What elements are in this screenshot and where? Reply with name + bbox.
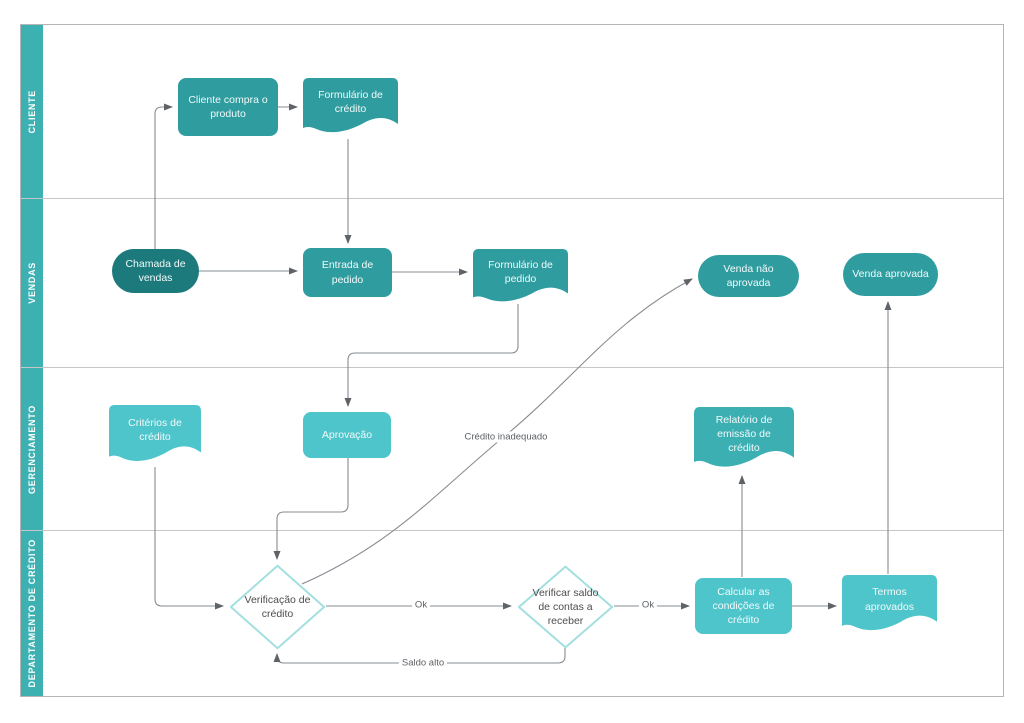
node-label: Verificação de crédito <box>244 593 311 620</box>
node-label: Aprovação <box>321 428 373 441</box>
node-cliente-compra-produto[interactable]: Cliente compra o produto <box>178 78 278 136</box>
node-criterios-credito[interactable]: Critérios de crédito <box>109 405 201 467</box>
lane-label: GERENCIAMENTO <box>27 404 37 494</box>
node-chamada-vendas[interactable]: Chamada de vendas <box>112 249 199 293</box>
node-label: Chamada de vendas <box>125 257 186 284</box>
swimlane-cliente: CLIENTE <box>21 25 1003 198</box>
edge-label-saldo-alto: Saldo alto <box>398 657 448 669</box>
node-label: Entrada de pedido <box>321 259 374 286</box>
node-label: Cliente compra o produto <box>188 93 268 120</box>
lane-header-departamento-credito[interactable]: DEPARTAMENTO DE CRÉDITO <box>21 531 43 696</box>
edge-label-ok-2: Ok <box>638 599 658 611</box>
node-termos-aprovados[interactable]: Termos aprovados <box>842 575 937 636</box>
decision-shape <box>517 565 614 649</box>
document-shape <box>303 78 398 133</box>
node-entrada-pedido[interactable]: Entrada de pedido <box>303 248 392 297</box>
node-venda-nao-aprovada[interactable]: Venda não aprovada <box>698 255 799 297</box>
edge-label-credito-inadequado: Crédito inadequado <box>461 431 551 443</box>
node-label: Critérios de crédito <box>128 416 182 443</box>
node-label: Calcular as condições de crédito <box>712 585 775 627</box>
node-label: Venda aprovada <box>852 268 929 281</box>
lane-header-vendas[interactable]: VENDAS <box>21 199 43 367</box>
lane-header-cliente[interactable]: CLIENTE <box>21 25 43 198</box>
lane-label: DEPARTAMENTO DE CRÉDITO <box>27 539 37 688</box>
node-verificacao-credito[interactable]: Verificação de crédito <box>229 564 326 650</box>
document-shape <box>694 407 794 467</box>
node-label: Relatório de emissão de crédito <box>715 413 773 455</box>
node-label: Formulário de crédito <box>318 88 383 115</box>
lane-label: CLIENTE <box>27 89 37 134</box>
node-formulario-credito[interactable]: Formulário de crédito <box>303 78 398 138</box>
node-relatorio-emissao-credito[interactable]: Relatório de emissão de crédito <box>694 407 794 473</box>
node-label: Formulário de pedido <box>488 258 553 285</box>
edge-label-ok-1: Ok <box>411 599 431 611</box>
node-venda-aprovada[interactable]: Venda aprovada <box>843 253 938 296</box>
node-label: Termos aprovados <box>864 586 915 613</box>
node-calcular-condicoes-credito[interactable]: Calcular as condições de crédito <box>695 578 792 634</box>
document-shape <box>109 405 201 461</box>
node-aprovacao[interactable]: Aprovação <box>303 412 391 458</box>
lane-label: VENDAS <box>27 262 37 304</box>
lane-header-gerenciamento[interactable]: GERENCIAMENTO <box>21 368 43 530</box>
document-shape <box>842 575 937 631</box>
node-label: Verificar saldo de contas a receber <box>532 586 599 628</box>
node-formulario-pedido[interactable]: Formulário de pedido <box>473 249 568 307</box>
node-verificar-saldo-contas[interactable]: Verificar saldo de contas a receber <box>517 565 614 649</box>
node-label: Venda não aprovada <box>723 262 774 289</box>
